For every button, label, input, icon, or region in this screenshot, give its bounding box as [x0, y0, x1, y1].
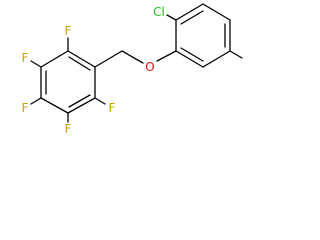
bond [94, 50, 123, 68]
atom-labels: F F F F F O Cl [22, 5, 165, 136]
bond [156, 50, 177, 62]
bond [202, 50, 231, 68]
molecular-structure-diagram: F F F F F O Cl [22, 3, 243, 136]
bond [30, 97, 42, 105]
bond [202, 3, 231, 21]
bond [175, 50, 204, 68]
bond [40, 97, 69, 114]
bond [30, 60, 42, 68]
bond [40, 50, 69, 68]
fluorine-label: F [22, 51, 29, 65]
bonds [30, 3, 243, 123]
fluorine-label: F [22, 101, 29, 115]
methyl-bond [229, 50, 243, 59]
double-bond-line [68, 94, 91, 108]
fluorine-label: F [65, 122, 72, 136]
bond [121, 50, 144, 64]
bond [175, 3, 204, 21]
double-bond-line [180, 10, 204, 25]
fluorine-label: F [109, 101, 116, 115]
bond [67, 50, 96, 68]
bond [166, 14, 177, 21]
chlorine-label: Cl [153, 5, 165, 19]
oxygen-label: O [145, 60, 154, 74]
double-bond-line [68, 56, 91, 71]
double-bond-line [180, 47, 204, 62]
bond [94, 97, 106, 105]
bond [67, 97, 96, 114]
fluorine-label: F [65, 24, 72, 38]
